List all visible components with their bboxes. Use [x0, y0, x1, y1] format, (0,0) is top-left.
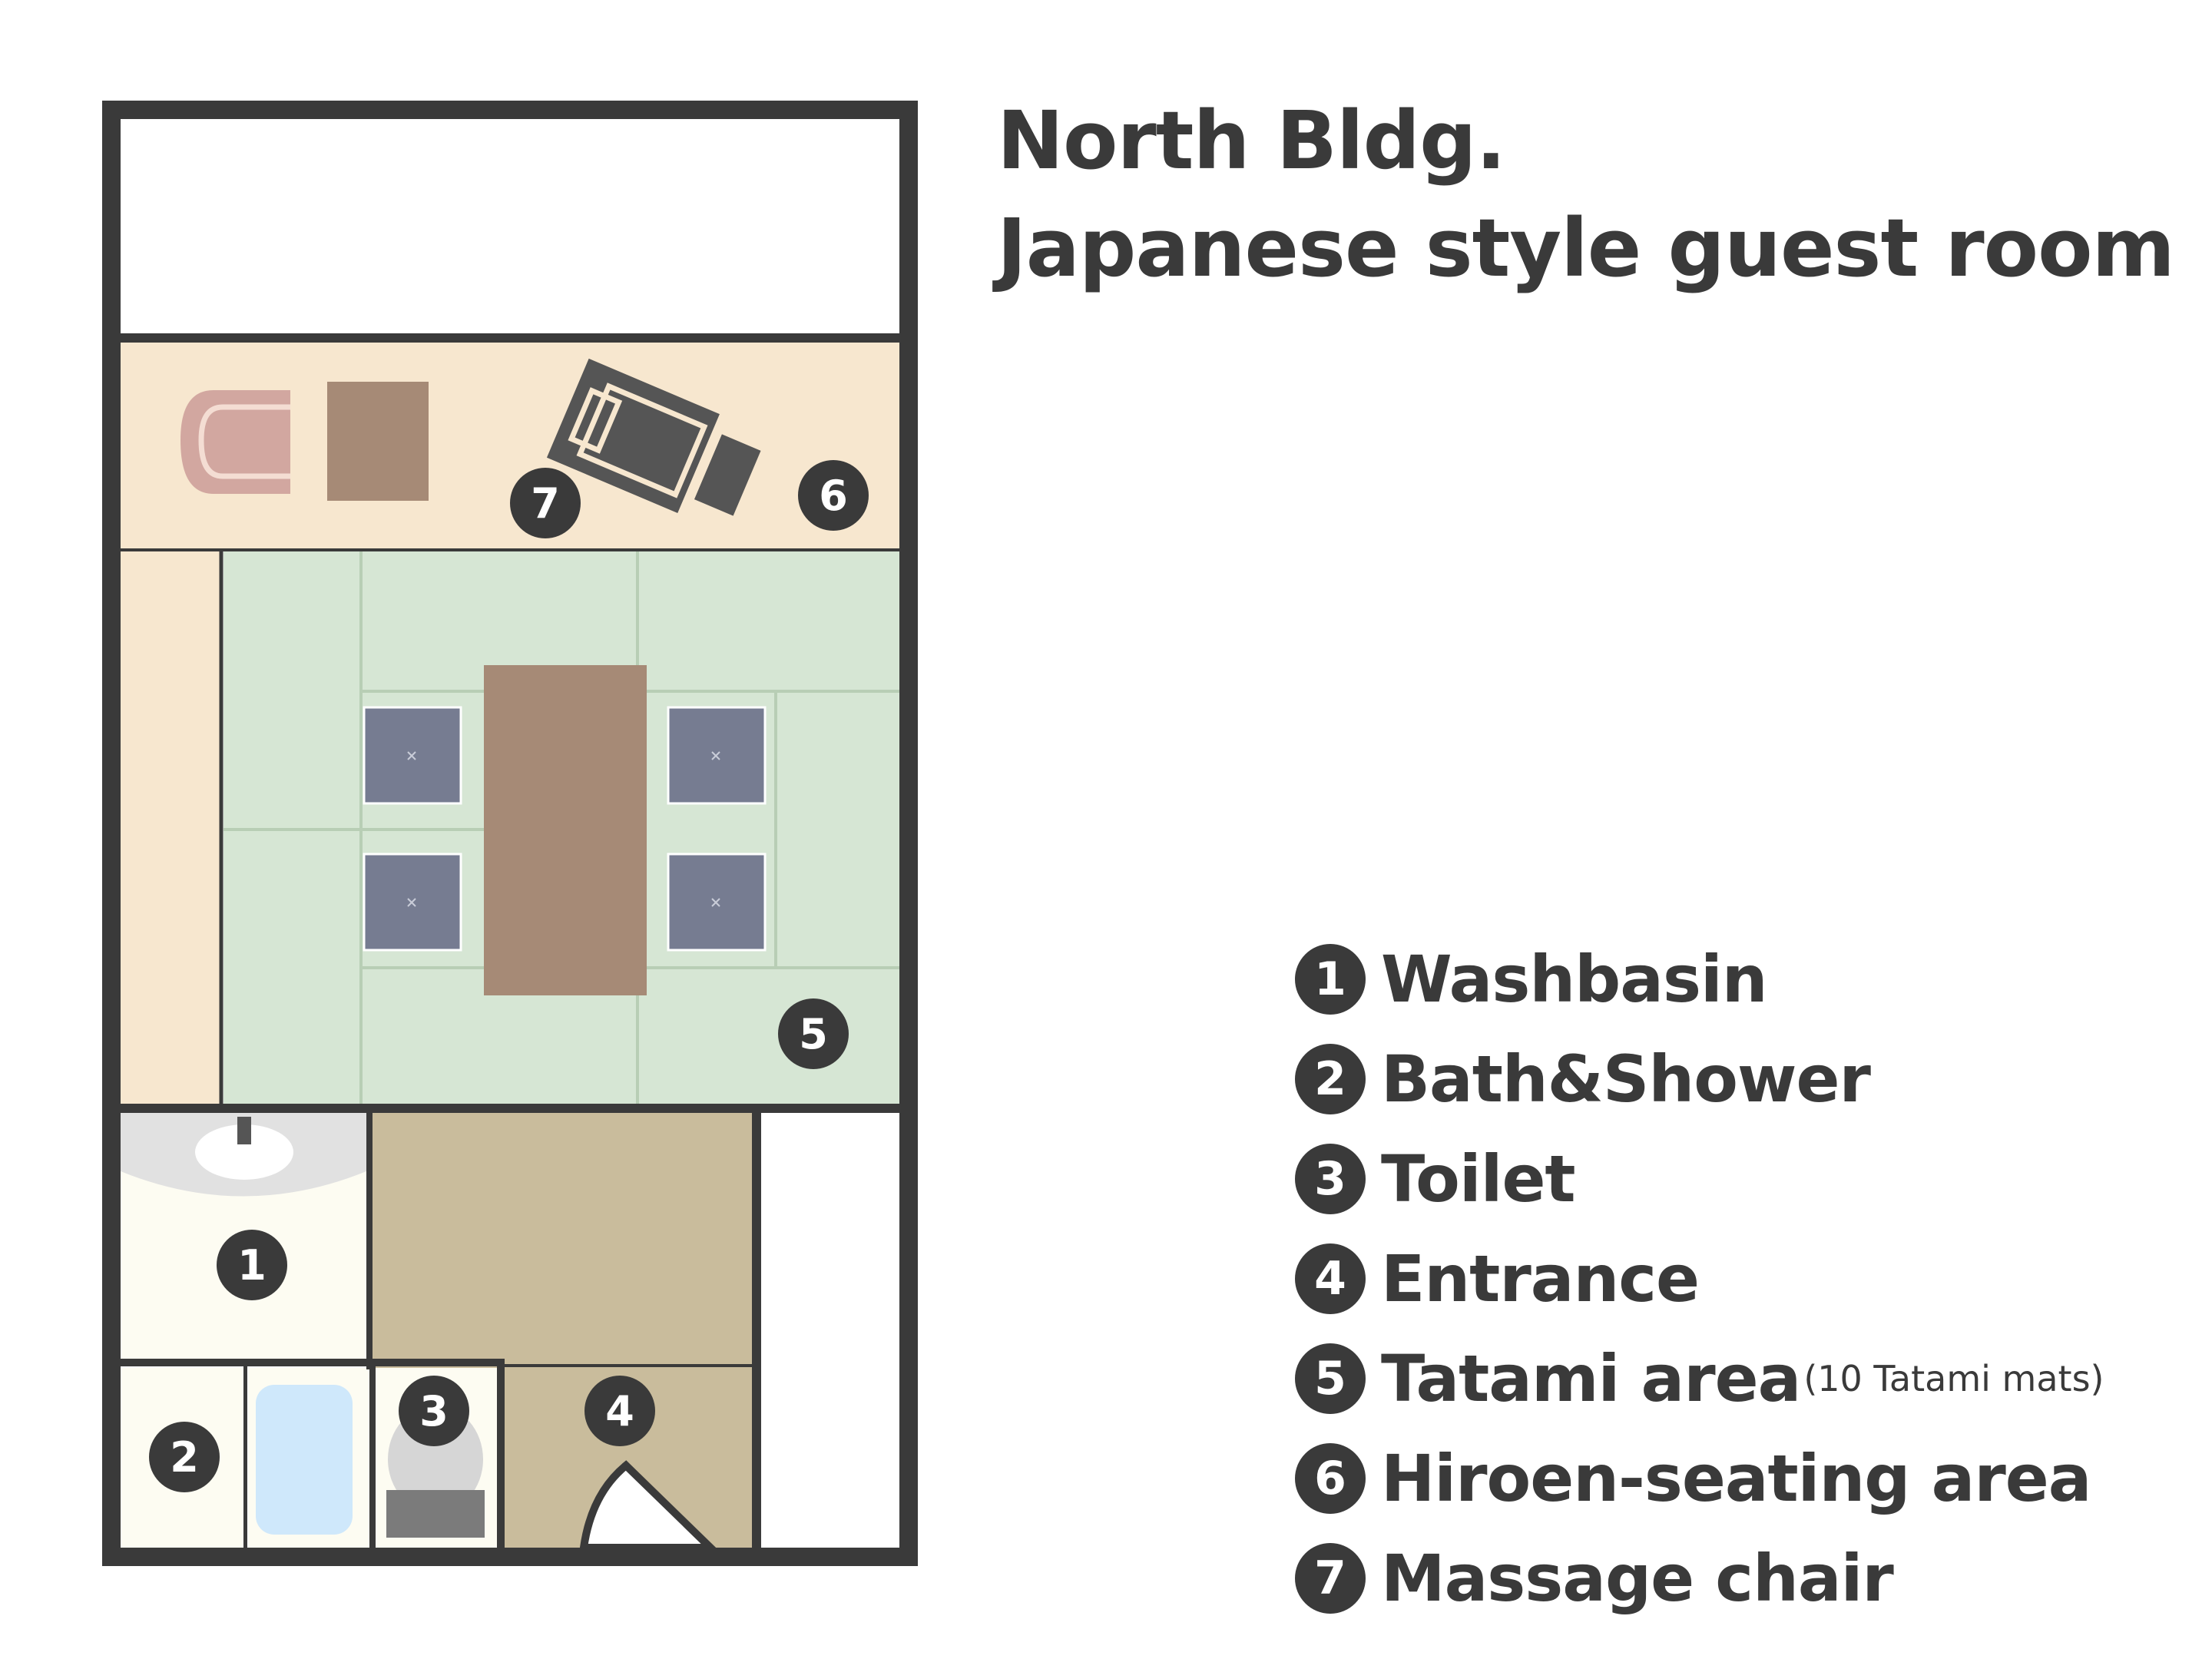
wall-tub-toilet [369, 1366, 376, 1548]
massage-chair [546, 358, 761, 516]
entrance-door [579, 1460, 720, 1551]
chair-inner-line [198, 404, 290, 479]
legend-number: 7 [1295, 1543, 1366, 1614]
side-corridor [121, 551, 220, 1104]
marker-label: 5 [799, 1010, 828, 1058]
legend-label: Massage chair [1381, 1541, 1894, 1616]
wall-bath-split [243, 1366, 247, 1548]
wall-wash-entrance [366, 1113, 373, 1369]
marker-label: 3 [419, 1387, 449, 1435]
legend-number: 3 [1295, 1144, 1366, 1214]
legend-note: (10 Tatami mats) [1803, 1358, 2104, 1399]
right-storage [761, 1113, 899, 1548]
legend-label: Tatami area [1381, 1341, 1801, 1416]
legend-number: 5 [1295, 1343, 1366, 1414]
cushion-tufts [407, 751, 720, 907]
marker-label: 4 [605, 1387, 634, 1435]
legend-number: 2 [1295, 1044, 1366, 1114]
marker-tatami-area: 5 [778, 998, 849, 1069]
marker-hiroen: 6 [798, 460, 869, 531]
legend-label: Entrance [1381, 1241, 1700, 1316]
title-building: North Bldg. [997, 94, 1506, 187]
bathtub [256, 1385, 353, 1535]
legend-label: Toilet [1381, 1141, 1576, 1217]
legend-label: Bath&Shower [1381, 1041, 1871, 1117]
top-divider [121, 333, 899, 343]
side-table [327, 382, 429, 501]
marker-massage-chair: 7 [510, 468, 581, 538]
marker-washbasin: 1 [217, 1230, 287, 1300]
low-table [484, 665, 647, 995]
mid-wall [121, 1104, 899, 1113]
marker-label: 7 [531, 479, 560, 528]
top-empty-space [121, 119, 899, 338]
legend-label: Washbasin [1381, 942, 1768, 1017]
marker-label: 2 [170, 1433, 199, 1482]
legend-number: 4 [1295, 1243, 1366, 1314]
marker-label: 6 [819, 472, 848, 520]
title-room-type: Japanese style guest room [997, 201, 2175, 295]
washbasin-bowl [195, 1124, 293, 1180]
wall-wash-bottom [121, 1359, 505, 1366]
marker-label: 1 [237, 1241, 267, 1290]
legend-label: Hiroen-seating area [1381, 1441, 2091, 1516]
storage-wall [752, 1113, 761, 1548]
marker-toilet: 3 [399, 1376, 469, 1446]
faucet [237, 1117, 251, 1144]
legend-number: 6 [1295, 1443, 1366, 1514]
marker-bath-shower: 2 [149, 1422, 220, 1492]
plan-markers: 1 2 3 4 5 6 7 [149, 460, 869, 1492]
marker-entrance: 4 [584, 1376, 655, 1446]
wall-toilet-entrance [497, 1366, 505, 1548]
toilet-tank [386, 1490, 485, 1538]
legend-number: 1 [1295, 944, 1366, 1015]
